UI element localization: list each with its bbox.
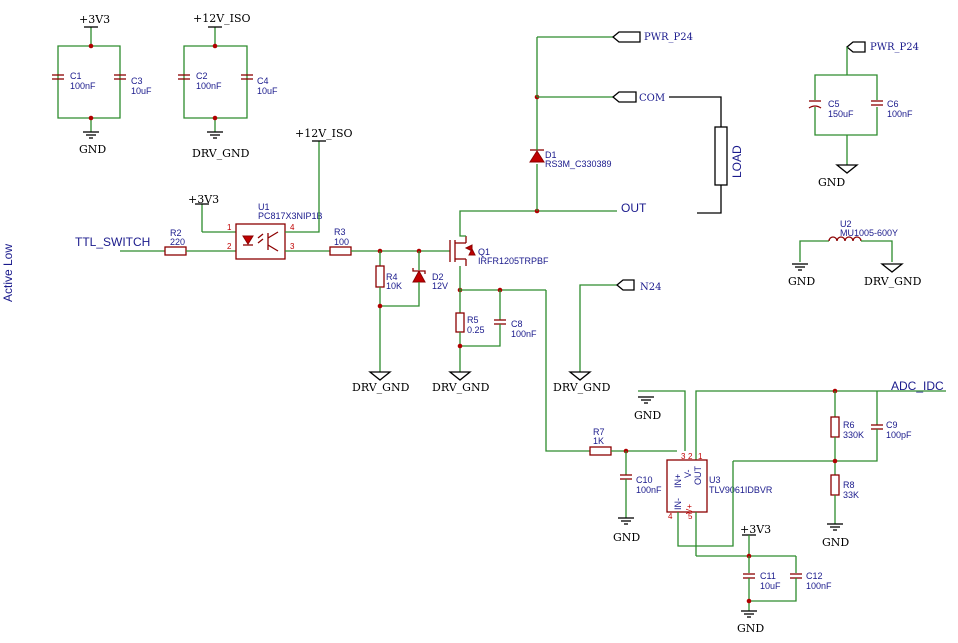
part-value: 10uF: [760, 581, 781, 591]
part-ref: C6: [887, 99, 899, 109]
part-value: 10uF: [131, 86, 152, 96]
part-ref: R2: [170, 228, 182, 238]
net-ttl-switch: TTL_SWITCH: [75, 235, 150, 249]
net-n24: N24: [640, 282, 661, 293]
bulk-caps: PWR_P24 C5 150uF C6 100nF GND: [808, 41, 919, 189]
part-value: IRFR1205TRPBF: [478, 256, 549, 266]
pin-name: IN+: [673, 474, 683, 488]
pin-number: 1: [698, 452, 703, 461]
pin-name: OUT: [693, 466, 703, 486]
part-value: 100nF: [511, 329, 537, 339]
part-value: 12V: [432, 281, 448, 291]
power-stage: Q1 IRFR1205TRPBF OUT D1 RS3M_C330389 PWR…: [432, 31, 744, 394]
part-value: 0.25: [467, 325, 485, 335]
rail-label: +12V_ISO: [295, 127, 353, 140]
pin-name: V+: [685, 504, 694, 514]
part-value: 100: [334, 237, 349, 247]
ground-label: GND: [737, 622, 764, 635]
part-value: 100nF: [70, 81, 96, 91]
pin-name: V-: [683, 469, 693, 478]
ground-bridge: U2 MU1005-600Y GND DRV_GND: [788, 219, 922, 288]
part-ref: C4: [257, 76, 269, 86]
part-ref: R5: [467, 315, 479, 325]
part-ref: R3: [334, 227, 346, 237]
ground-symbol: [83, 131, 99, 139]
pin-number: 4: [290, 223, 295, 232]
part-ref: C9: [886, 420, 898, 430]
part-value: 10K: [386, 281, 402, 291]
part-value: 150uF: [828, 109, 854, 119]
part-value: PC817X3NIP1B: [258, 211, 323, 221]
pin-number: 4: [668, 512, 673, 521]
input-stage: Active Low TTL_SWITCH R2 220 +3V3 1 2 3 …: [1, 127, 450, 394]
part-value: 10uF: [257, 86, 278, 96]
part-ref: U3: [709, 475, 721, 485]
part-value: 33K: [843, 490, 859, 500]
part-value: 100nF: [806, 581, 832, 591]
net-pwr-p24: PWR_P24: [870, 42, 919, 53]
rail-label: +3V3: [79, 13, 110, 26]
ground-symbol: [207, 131, 223, 139]
decoupling-12v: +12V_ISO DRV_GND C2 100nF C4 10uF: [178, 12, 278, 160]
part-ref: C5: [828, 99, 840, 109]
part-ref: R6: [843, 420, 855, 430]
part-ref: R8: [843, 480, 855, 490]
ground-label: GND: [822, 536, 849, 549]
ground-label: DRV_GND: [864, 275, 922, 288]
pin-number: 2: [227, 242, 232, 251]
part-value: 100nF: [196, 81, 222, 91]
part-value: 220: [170, 237, 185, 247]
pin-number: 3: [290, 242, 295, 251]
part-ref: C2: [196, 71, 208, 81]
ground-label: GND: [79, 143, 106, 156]
net-out: OUT: [621, 201, 647, 215]
sense-amplifier: R7 1K C10 100nF GND GND ADC_IDC IN+ IN- …: [545, 290, 946, 635]
rail-label: +12V_ISO: [193, 12, 251, 25]
part-value: TLV9061IDBVR: [709, 485, 773, 495]
part-ref: C12: [806, 571, 823, 581]
part-ref: D2: [432, 272, 444, 282]
ground-label: DRV_GND: [432, 381, 490, 394]
ground-label: GND: [613, 531, 640, 544]
part-value: 100nF: [887, 109, 913, 119]
part-ref: U2: [840, 219, 852, 229]
active-low-note: Active Low: [1, 244, 15, 302]
part-ref: C10: [636, 475, 653, 485]
ground-label: GND: [634, 409, 661, 422]
net-pwr-p24: PWR_P24: [644, 32, 693, 43]
part-value: 100pF: [886, 430, 912, 440]
part-value: 100nF: [636, 485, 662, 495]
part-value: 1K: [593, 436, 604, 446]
pin-number: 5: [688, 512, 693, 521]
pin-number: 1: [227, 223, 232, 232]
ground-label: GND: [818, 176, 845, 189]
rail-label: +3V3: [188, 193, 219, 206]
load-label: LOAD: [730, 145, 744, 178]
pin-number: 3: [681, 452, 686, 461]
ground-label: GND: [788, 275, 815, 288]
part-ref: Q1: [478, 247, 490, 257]
part-ref: C8: [511, 319, 523, 329]
rail-label: +3V3: [740, 523, 771, 536]
pin-number: 2: [688, 452, 693, 461]
pin-name: IN-: [673, 498, 683, 510]
part-value: 330K: [843, 430, 864, 440]
net-com: COM: [639, 93, 665, 104]
part-ref: R7: [593, 427, 605, 437]
part-value: MU1005-600Y: [840, 228, 898, 238]
part-ref: C1: [70, 71, 82, 81]
net-adc-idc: ADC_IDC: [891, 379, 944, 393]
decoupling-3v3: +3V3 GND C1 100nF C3 10uF: [52, 13, 152, 156]
ground-label: DRV_GND: [553, 381, 611, 394]
ground-label: DRV_GND: [192, 147, 250, 160]
part-ref: R4: [386, 272, 398, 282]
part-ref: D1: [545, 150, 557, 160]
part-ref: C11: [760, 571, 776, 581]
part-value: RS3M_C330389: [545, 159, 612, 169]
part-ref: U1: [258, 202, 270, 212]
part-ref: C3: [131, 76, 143, 86]
ground-label: DRV_GND: [352, 381, 410, 394]
